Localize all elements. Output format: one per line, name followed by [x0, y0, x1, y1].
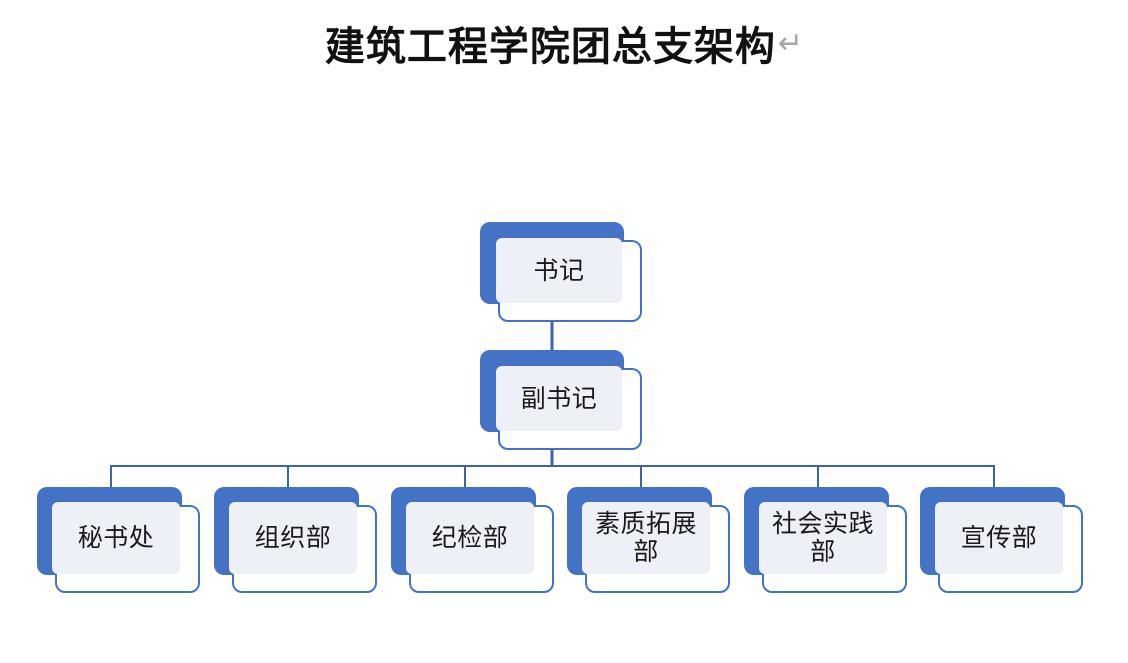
org-node-department-1[interactable]: 秘书处 — [37, 487, 200, 593]
node-text-panel: 社会实践 部 — [759, 502, 887, 574]
org-node-label: 社会实践 部 — [771, 510, 874, 566]
org-node-department-6[interactable]: 宣传部 — [920, 487, 1083, 593]
node-text-panel: 副书记 — [496, 366, 622, 431]
org-node-label: 秘书处 — [77, 524, 155, 552]
org-node-root[interactable]: 书记 — [480, 222, 642, 322]
org-node-department-2[interactable]: 组织部 — [214, 487, 377, 593]
node-text-panel: 秘书处 — [52, 502, 180, 574]
node-text-panel: 纪检部 — [406, 502, 534, 574]
paragraph-mark-icon: ↵ — [777, 26, 804, 60]
org-node-label: 书记 — [533, 256, 585, 285]
org-node-department-4[interactable]: 素质拓展 部 — [567, 487, 730, 593]
org-node-department-5[interactable]: 社会实践 部 — [744, 487, 907, 593]
org-node-label: 组织部 — [254, 524, 332, 552]
org-node-label: 纪检部 — [431, 524, 509, 552]
node-text-panel: 宣传部 — [935, 502, 1063, 574]
org-node-deputy[interactable]: 副书记 — [480, 350, 642, 450]
org-node-label: 素质拓展 部 — [594, 510, 697, 566]
node-text-panel: 组织部 — [229, 502, 357, 574]
org-node-department-3[interactable]: 纪检部 — [391, 487, 554, 593]
org-node-label: 副书记 — [520, 384, 598, 413]
node-text-panel: 素质拓展 部 — [582, 502, 710, 574]
page-title-text: 建筑工程学院团总支架构 — [324, 25, 776, 69]
node-text-panel: 书记 — [496, 238, 622, 303]
org-node-label: 宣传部 — [960, 524, 1038, 552]
page-title: 建筑工程学院团总支架构↵ — [0, 14, 1128, 72]
